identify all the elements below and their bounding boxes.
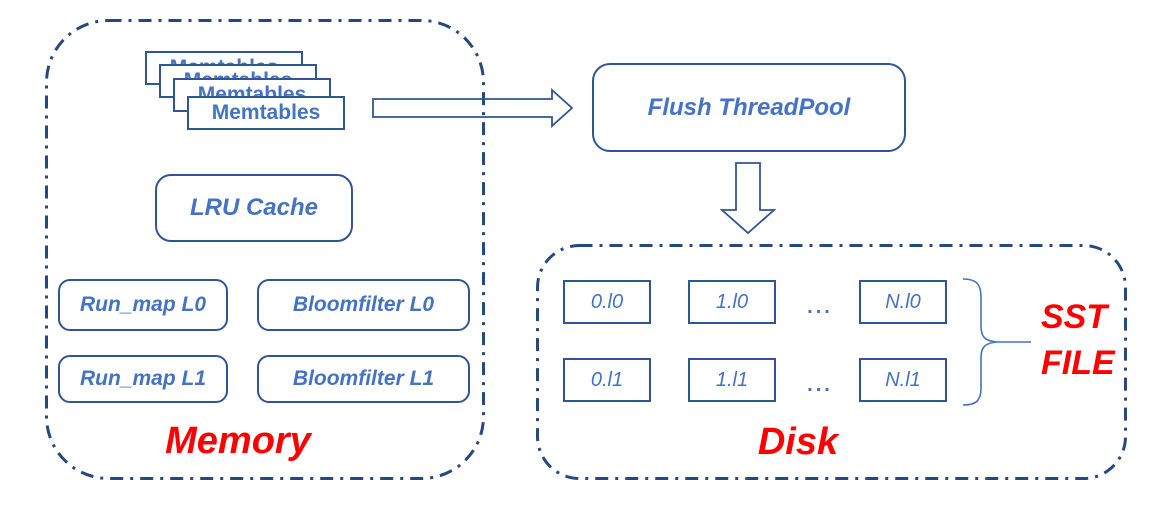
disk-region-label: Disk (757, 421, 839, 463)
memory-region-border (45, 19, 485, 480)
flush-to-disk-arrow-icon (719, 162, 777, 235)
run-map-l0-box: Run_map L0 (58, 279, 228, 331)
sst-file-box-1-l0: 1.l0 (688, 280, 776, 324)
sst-file-box-n-l0: N.l0 (859, 280, 947, 324)
memory-region-label: Memory (165, 420, 311, 462)
sst-file-label: SST FILE (1041, 294, 1115, 386)
ellipsis-row0: ... (807, 295, 833, 318)
sst-file-box-1-l1: 1.l1 (688, 358, 776, 402)
sst-file-brace (962, 278, 998, 406)
run-map-l1-box: Run_map L1 (58, 355, 228, 403)
bloomfilter-l0-box: Bloomfilter L0 (257, 279, 470, 331)
sst-file-box-0-l0: 0.l0 (563, 280, 651, 324)
lru-cache-box: LRU Cache (155, 174, 353, 242)
ellipsis-row1: ... (807, 373, 833, 396)
disk-region-border (536, 244, 1127, 480)
sst-file-label-line1: SST (1041, 298, 1108, 336)
bloomfilter-l1-box: Bloomfilter L1 (257, 355, 470, 403)
memtable-box-front: Memtables (187, 96, 345, 130)
sst-file-label-line2: FILE (1041, 344, 1115, 382)
sst-file-box-0-l1: 0.l1 (563, 358, 651, 402)
memtables-to-flush-arrow-icon (372, 87, 574, 129)
flush-threadpool-box: Flush ThreadPool (592, 63, 906, 152)
sst-file-box-n-l1: N.l1 (859, 358, 947, 402)
